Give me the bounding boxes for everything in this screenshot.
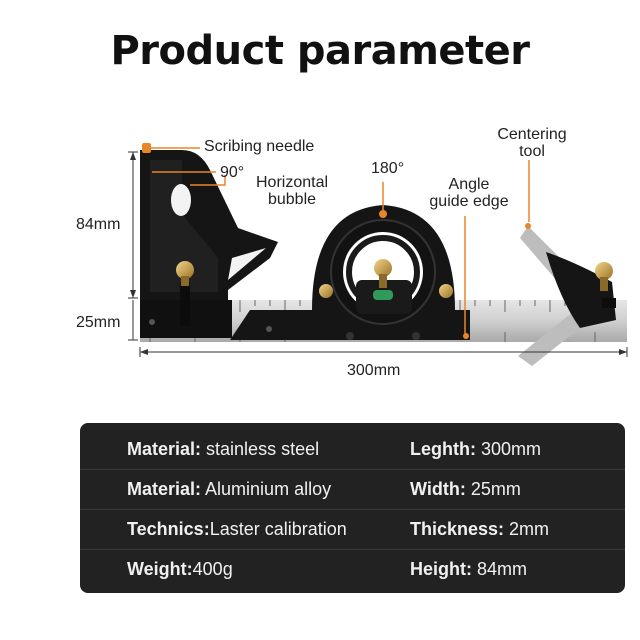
spec-table: Material: stainless steel Leghth: 300mm … — [80, 423, 625, 593]
combination-square-image — [128, 143, 628, 366]
label-90-degree: 90° — [220, 164, 245, 181]
spec-row: Material: stainless steel Leghth: 300mm — [80, 429, 625, 470]
centering-head — [518, 223, 616, 366]
tool-illustration: Scribing needle 90° Horizontal bubble 18… — [0, 110, 640, 400]
label-horizontal-bubble: Horizontal bubble — [255, 174, 329, 208]
dimension-width: 25mm — [76, 314, 121, 331]
spec-left: Technics:Laster calibration — [127, 519, 347, 539]
spec-row: Technics:Laster calibration Thickness: 2… — [80, 509, 625, 550]
spec-right: Leghth: 300mm — [410, 439, 542, 459]
label-scribing-needle: Scribing needle — [204, 138, 315, 155]
spec-right: Thickness: 2mm — [410, 519, 550, 539]
spec-right: Height: 84mm — [410, 559, 528, 579]
spec-right: Width: 25mm — [410, 479, 521, 499]
dimension-lines — [128, 151, 628, 357]
page-title: Product parameter — [110, 28, 530, 74]
spec-row: Material: Aluminium alloy Width: 25mm — [80, 469, 625, 510]
protractor-head — [230, 205, 470, 340]
dimension-length: 300mm — [347, 362, 401, 379]
label-centering-tool: Centering tool — [497, 126, 567, 160]
spec-left: Weight:400g — [127, 559, 233, 579]
square-head — [140, 143, 278, 338]
label-angle-guide-edge: Angle guide edge — [429, 176, 509, 210]
dimension-height: 84mm — [76, 216, 121, 233]
spec-row: Weight:400g Height: 84mm — [80, 549, 625, 589]
label-180-degree: 180° — [371, 160, 405, 177]
spec-left: Material: stainless steel — [127, 439, 320, 459]
callout-lines — [151, 147, 530, 338]
spec-left: Material: Aluminium alloy — [127, 479, 332, 499]
